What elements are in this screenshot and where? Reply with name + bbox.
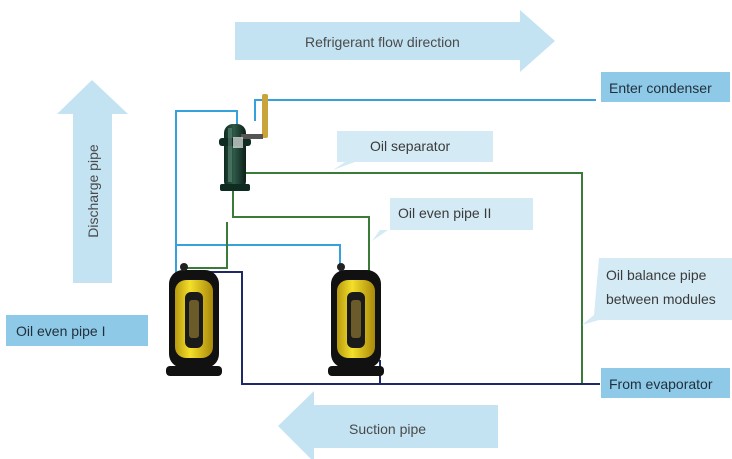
suction-pipes bbox=[186, 271, 600, 385]
oil-balance-label-line1: Oil balance pipe bbox=[606, 267, 707, 283]
refrigerant-flow-arrow bbox=[235, 10, 555, 72]
enter-condenser-label: Enter condenser bbox=[609, 80, 712, 96]
from-evaporator-label: From evaporator bbox=[609, 376, 713, 392]
oil-balance-callout bbox=[582, 258, 732, 325]
oil-pipes bbox=[186, 172, 583, 384]
oil-separator-label: Oil separator bbox=[370, 138, 451, 154]
oil-separator-vessel bbox=[219, 94, 268, 191]
compressor-1 bbox=[166, 263, 222, 376]
oil-even-pipe-1-box bbox=[6, 315, 148, 346]
oil-balance-label-line2: between modules bbox=[606, 291, 716, 307]
discharge-pipe-arrow bbox=[57, 80, 128, 283]
compressor-2 bbox=[328, 263, 384, 376]
refrigerant-flow-label: Refrigerant flow direction bbox=[305, 34, 460, 50]
enter-condenser-box bbox=[601, 72, 730, 102]
suction-pipe-label: Suction pipe bbox=[349, 421, 427, 437]
discharge-pipes bbox=[175, 99, 596, 277]
discharge-pipe-label: Discharge pipe bbox=[84, 144, 101, 238]
oil-even-pipe-2-label: Oil even pipe II bbox=[398, 205, 492, 221]
oil-separator-callout bbox=[333, 131, 493, 170]
suction-pipe-arrow bbox=[278, 391, 498, 459]
oil-even-pipe-1-label: Oil even pipe I bbox=[16, 323, 106, 339]
oil-even-pipe-2-callout bbox=[372, 198, 533, 241]
from-evaporator-box bbox=[601, 368, 730, 398]
